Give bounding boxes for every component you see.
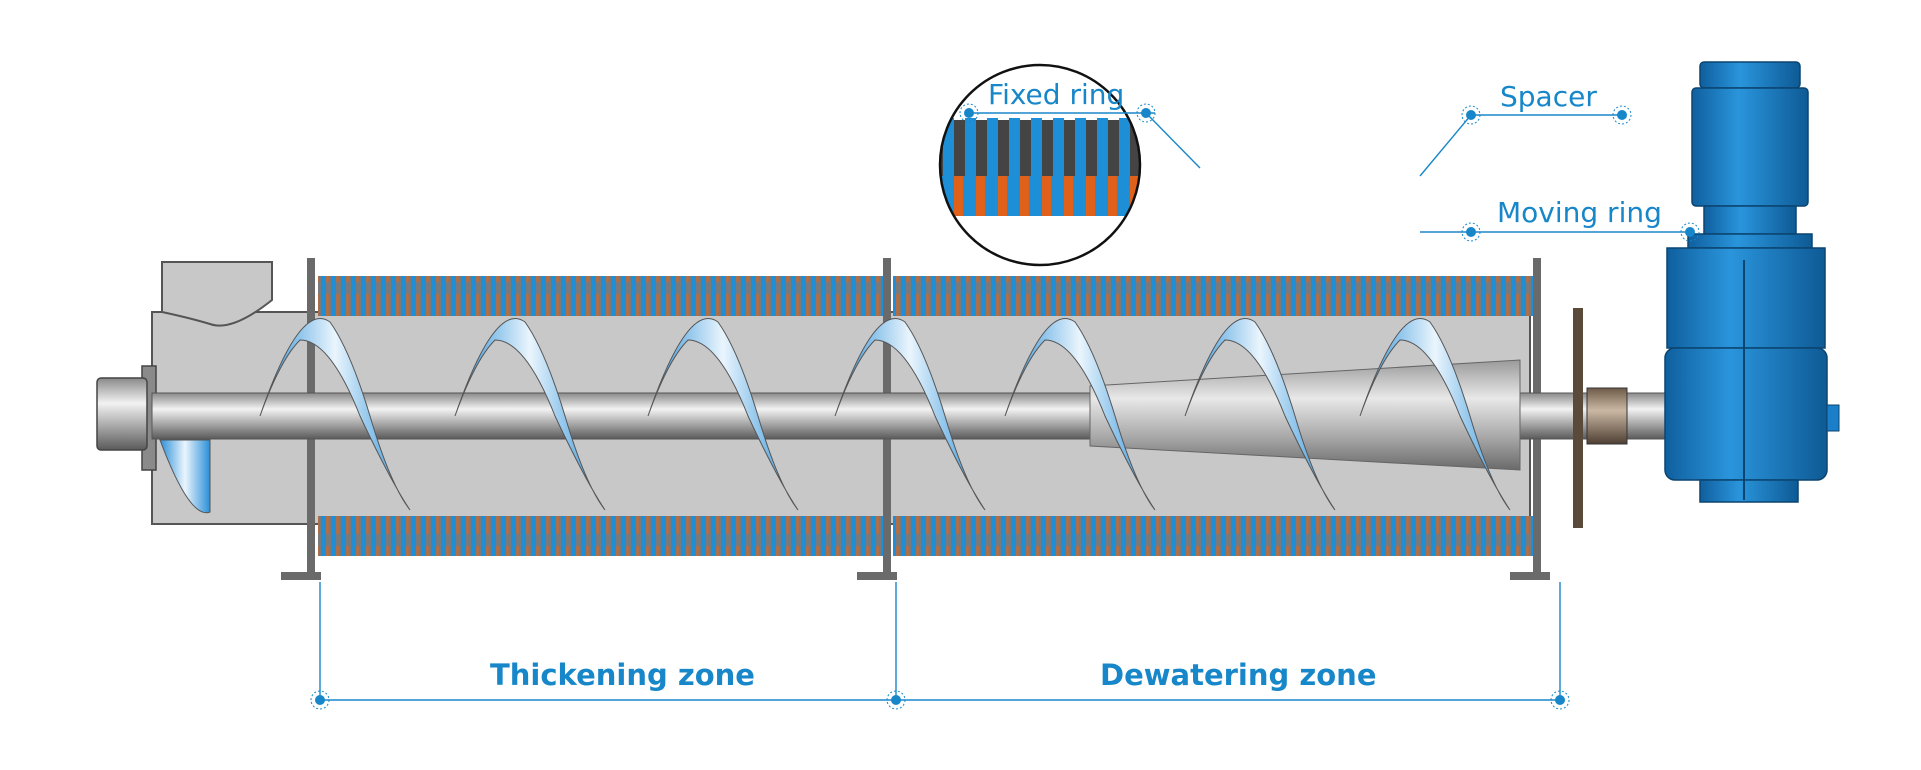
outlet-plate: [1573, 308, 1583, 528]
thickening-zone-label: Thickening zone: [490, 658, 755, 692]
left-shaft-end: [96, 377, 148, 451]
callout-dots: [310, 103, 1700, 710]
dot-zone-end: [1550, 690, 1570, 710]
dot-zone-start: [310, 690, 330, 710]
dot-moving-ring-left: [1461, 222, 1481, 242]
moving-ring-label: Moving ring: [1497, 196, 1662, 229]
dot-spacer-left: [1461, 105, 1481, 125]
dot-moving-ring-right: [1680, 222, 1700, 242]
gear-motor: [1664, 61, 1840, 503]
dot-zone-middle: [886, 690, 906, 710]
dot-fixed-ring-left: [959, 103, 979, 123]
dot-spacer-right: [1612, 105, 1632, 125]
coupling: [1586, 387, 1628, 445]
spacer-label: Spacer: [1500, 80, 1597, 113]
inlet-hopper: [161, 261, 273, 327]
shaft-cone: [1089, 359, 1521, 471]
dewatering-zone-label: Dewatering zone: [1100, 658, 1377, 692]
screw-blades: [159, 318, 1511, 514]
fixed-ring-label: Fixed ring: [988, 78, 1124, 111]
ring-stacks: [281, 258, 1550, 580]
dot-fixed-ring-right: [1136, 103, 1156, 123]
callout-lines: [319, 112, 1690, 701]
magnifier: [938, 63, 1142, 267]
